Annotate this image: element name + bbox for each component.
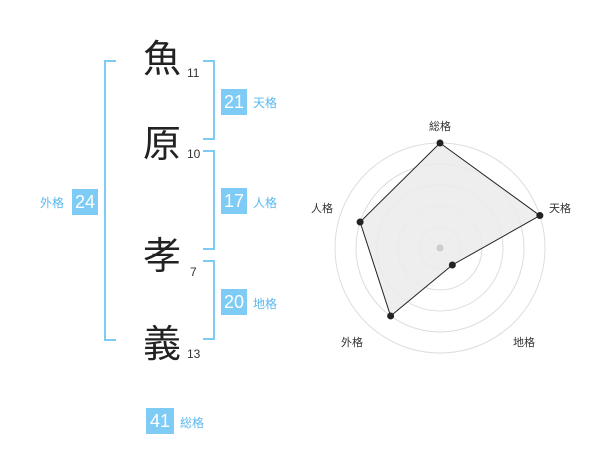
tenkaku-value-badge: 21 bbox=[221, 89, 247, 115]
name-char-3: 孝 bbox=[142, 234, 181, 278]
radar-axis-label-4: 外格 bbox=[341, 335, 363, 349]
stroke-count-4: 13 bbox=[187, 347, 201, 361]
soukaku-label: 総格 bbox=[180, 416, 205, 430]
radar-axis-label-1: 総格 bbox=[429, 119, 451, 133]
jinkaku-label: 人格 bbox=[253, 196, 278, 210]
radar-series-area bbox=[359, 142, 541, 317]
stroke-count-2: 10 bbox=[187, 147, 201, 161]
chikaku-value-badge: 20 bbox=[221, 289, 247, 315]
radar-point-4 bbox=[387, 312, 395, 320]
name-char-1: 魚 bbox=[142, 37, 181, 81]
jinkaku-value-badge: 17 bbox=[221, 188, 247, 214]
tenkaku-label: 天格 bbox=[253, 96, 278, 110]
radar-point-2 bbox=[536, 212, 544, 220]
tenkaku-bracket bbox=[203, 60, 215, 140]
radar-point-3 bbox=[448, 261, 456, 269]
gaikaku-value-badge: 24 bbox=[72, 189, 98, 215]
radar-point-5 bbox=[356, 218, 364, 226]
soukaku-value-badge: 41 bbox=[146, 408, 174, 434]
gaikaku-bracket bbox=[104, 60, 116, 341]
name-char-4: 義 bbox=[142, 322, 181, 366]
gaikaku-label: 外格 bbox=[40, 196, 65, 210]
radar-axis-label-2: 天格 bbox=[549, 201, 571, 215]
radar-axis-label-5: 人格 bbox=[311, 201, 333, 215]
radar-point-1 bbox=[436, 139, 444, 147]
radar-center-dot bbox=[436, 244, 444, 252]
radar-axis-label-3: 地格 bbox=[513, 335, 535, 349]
jinkaku-bracket bbox=[203, 150, 215, 250]
stroke-count-3: 7 bbox=[190, 265, 197, 279]
chikaku-label: 地格 bbox=[253, 297, 278, 311]
name-char-2: 原 bbox=[142, 122, 181, 166]
stroke-count-1: 11 bbox=[187, 66, 200, 80]
chikaku-bracket bbox=[203, 260, 215, 340]
